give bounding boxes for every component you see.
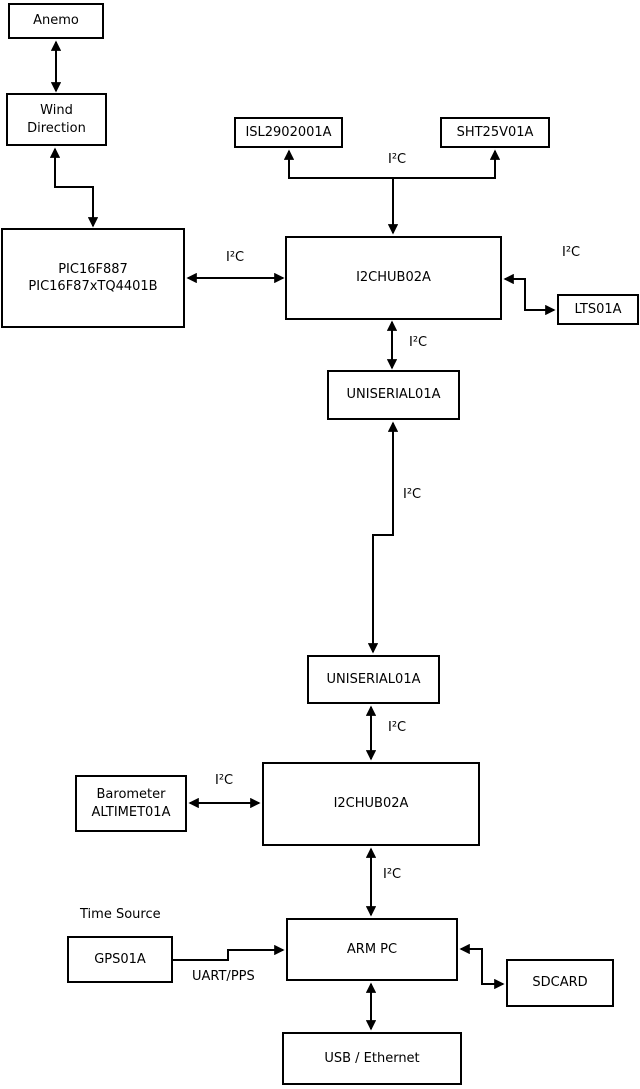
bus-label-barometer-hub: I²C xyxy=(215,773,234,788)
node-lts01a-label: LTS01A xyxy=(574,301,622,317)
node-barometer-label: Barometer ALTIMET01A xyxy=(91,787,171,820)
node-wind-direction-label: Wind Direction xyxy=(27,103,86,136)
edge-wind-pic xyxy=(49,147,99,228)
node-pic-microcontroller: PIC16F887 PIC16F87xTQ4401B xyxy=(1,228,185,328)
uart-pps-label: UART/PPS xyxy=(192,969,255,984)
node-wind-direction: Wind Direction xyxy=(6,93,107,146)
node-usb-ethernet-label: USB / Ethernet xyxy=(324,1050,420,1066)
node-sdcard-label: SDCARD xyxy=(532,975,588,991)
bus-label-hub-armpc: I²C xyxy=(383,867,402,882)
node-i2chub-upper-label: I2CHUB02A xyxy=(356,270,431,286)
node-uniserial-lower: UNISERIAL01A xyxy=(307,655,440,704)
node-uniserial-lower-label: UNISERIAL01A xyxy=(326,671,421,687)
node-anemo-label: Anemo xyxy=(33,13,79,29)
node-usb-ethernet: USB / Ethernet xyxy=(282,1032,462,1085)
node-isl2902001a-label: ISL2902001A xyxy=(245,124,332,140)
node-i2chub-upper: I2CHUB02A xyxy=(285,236,502,320)
node-barometer: Barometer ALTIMET01A xyxy=(75,775,187,832)
bus-label-uniserial-link: I²C xyxy=(403,487,422,502)
node-uniserial-upper: UNISERIAL01A xyxy=(327,370,460,420)
node-sdcard: SDCARD xyxy=(506,959,614,1007)
node-uniserial-upper-label: UNISERIAL01A xyxy=(346,387,441,403)
node-isl2902001a: ISL2902001A xyxy=(234,117,343,148)
bus-label-hub-lts: I²C xyxy=(562,245,581,260)
node-pic-label: PIC16F887 PIC16F87xTQ4401B xyxy=(28,261,158,294)
edge-armpc-sdcard xyxy=(459,943,505,990)
edge-gps-armpc xyxy=(173,944,285,961)
node-gps01a-label: GPS01A xyxy=(94,951,146,967)
node-arm-pc-label: ARM PC xyxy=(346,941,398,957)
time-source-label: Time Source xyxy=(80,907,161,922)
node-arm-pc: ARM PC xyxy=(286,918,458,981)
edge-hub-upper-lts xyxy=(503,273,556,316)
node-i2chub-lower: I2CHUB02A xyxy=(262,762,480,846)
bus-label-isl-sht: I²C xyxy=(388,152,407,167)
node-gps01a: GPS01A xyxy=(67,936,173,983)
bus-label-pic-hub: I²C xyxy=(226,250,245,265)
bus-label-hub-uniserial-upper: I²C xyxy=(409,335,428,350)
bus-label-uniserial-hub-lower: I²C xyxy=(388,720,407,735)
node-lts01a: LTS01A xyxy=(557,294,639,325)
node-sht25v01a: SHT25V01A xyxy=(440,117,550,148)
node-i2chub-lower-label: I2CHUB02A xyxy=(333,796,409,812)
node-sht25v01a-label: SHT25V01A xyxy=(456,124,534,140)
node-anemo: Anemo xyxy=(8,3,104,39)
edge-uniserial-link xyxy=(367,421,399,654)
